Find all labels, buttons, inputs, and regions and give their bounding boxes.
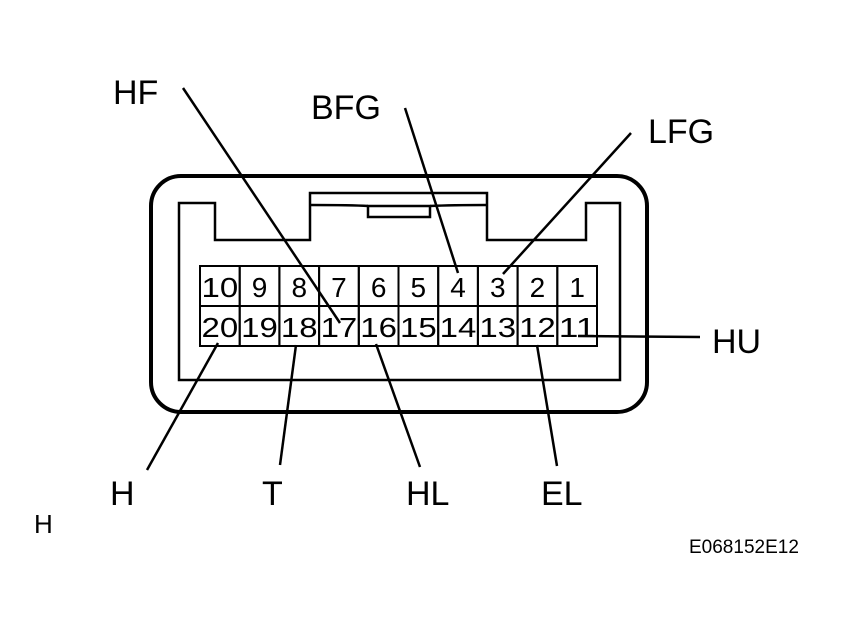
pin-number: 18	[281, 312, 318, 343]
pin-number: 6	[371, 272, 387, 303]
leader-lines	[145, 87, 701, 471]
callout-label-t: T	[262, 475, 283, 513]
callout-label-hl: HL	[406, 475, 449, 513]
pin-number: 15	[400, 312, 437, 343]
pin-number: 9	[252, 272, 268, 303]
pin-number: 7	[331, 272, 347, 303]
pin-number: 16	[360, 312, 397, 343]
pin-number: 13	[479, 312, 516, 343]
leader-hf	[181, 87, 342, 324]
housing-inner	[177, 191, 622, 382]
pin-number: 3	[490, 272, 506, 303]
latch-tab	[366, 204, 432, 219]
callout-label-h: H	[110, 475, 135, 513]
callout-label-el: EL	[541, 475, 583, 513]
pin-number: 17	[321, 312, 358, 343]
callout-label-hu: HU	[712, 323, 761, 361]
leader-lfg	[502, 132, 632, 275]
pin-number: 10	[202, 272, 239, 303]
leader-hu	[577, 334, 701, 339]
pin-number: 19	[241, 312, 278, 343]
pin-number: 8	[291, 272, 307, 303]
leader-el	[535, 344, 559, 467]
leader-t	[278, 344, 298, 466]
callout-label-bfg: BFG	[311, 89, 381, 127]
pin-number: 4	[450, 272, 466, 303]
pin-number: 12	[519, 312, 556, 343]
pin-number: 5	[411, 272, 427, 303]
pin-number: 20	[202, 312, 239, 343]
latch-arc	[309, 203, 488, 208]
pin-number: 1	[569, 272, 585, 303]
leader-hl	[374, 343, 422, 468]
callout-label-lfg: LFG	[648, 113, 714, 151]
figure-code: E068152E12	[689, 537, 799, 558]
callout-label-hf: HF	[113, 74, 158, 112]
pin-number: 2	[530, 272, 546, 303]
side-note: H	[34, 509, 53, 539]
pin-number: 14	[440, 312, 477, 343]
pin-number: 11	[559, 312, 596, 343]
leader-bfg	[403, 107, 460, 274]
callout-labels: HF BFG LFG HU H T HL EL	[110, 74, 761, 513]
leader-h	[145, 342, 220, 471]
pin-cell	[556, 305, 598, 347]
